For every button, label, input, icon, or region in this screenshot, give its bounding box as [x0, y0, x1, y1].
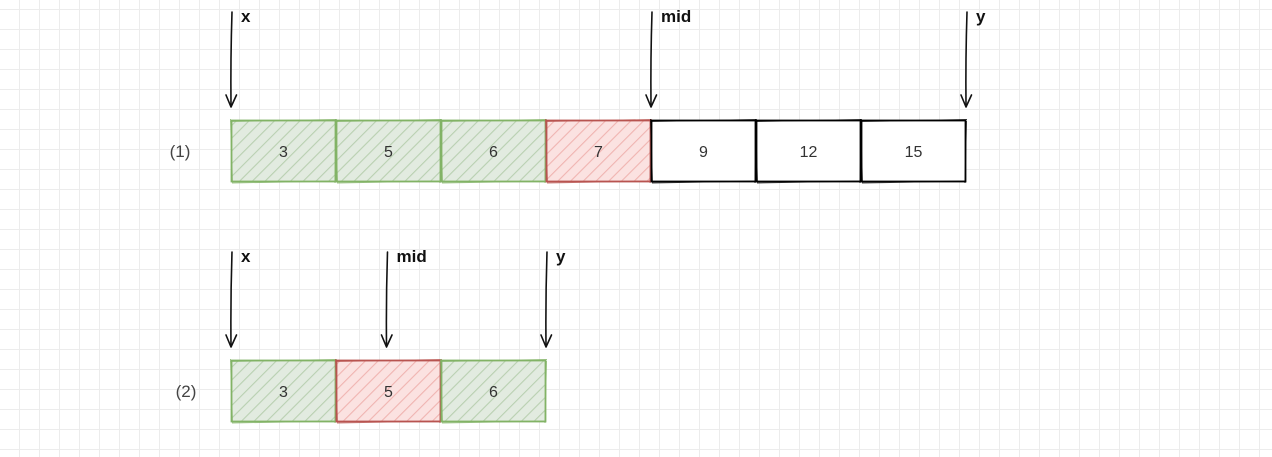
- array-cell: [229, 118, 338, 184]
- cell-fill: [441, 120, 546, 182]
- pointers-layer: [225, 11, 973, 348]
- pointer-arrow: [645, 11, 658, 108]
- cell-value: 3: [279, 384, 288, 401]
- cell-border-sketch: [334, 358, 443, 424]
- cell-fill: [336, 120, 441, 182]
- array-cell: [754, 118, 863, 184]
- cell-value: 7: [594, 144, 603, 161]
- array-cell: [439, 358, 548, 424]
- pointer-label: y: [976, 7, 986, 26]
- pointer-shaft: [230, 251, 233, 347]
- pointer-shaft: [385, 251, 389, 347]
- pointer-shaft: [545, 251, 548, 347]
- cell-value: 12: [800, 144, 818, 161]
- cell-border-sketch: [544, 118, 653, 184]
- pointer-head: [380, 334, 393, 348]
- cell-fill: [336, 360, 441, 422]
- text-layer: (1) 3 5 6 7 9 12 15 x mid y (2) 3 5 6 x mid y: [170, 7, 986, 401]
- cell-value: 15: [905, 144, 923, 161]
- pointer-arrow: [225, 251, 238, 348]
- pointer-head: [960, 94, 973, 108]
- array-cell: [334, 118, 443, 184]
- pointer-head: [540, 334, 553, 348]
- array-cell: [649, 118, 758, 184]
- pointer-shaft: [230, 11, 233, 107]
- pointer-label: mid: [397, 247, 427, 266]
- cell-border-sketch: [439, 358, 548, 424]
- pointer-label: x: [241, 247, 251, 266]
- cell-fill: [546, 120, 651, 182]
- array-cell: [544, 118, 653, 184]
- cell-border-sketch: [859, 118, 968, 184]
- cell-value: 5: [384, 144, 393, 161]
- cell-value: 3: [279, 144, 288, 161]
- pointer-arrow: [960, 11, 973, 108]
- cell-border-sketch: [649, 118, 758, 184]
- cell-fill: [861, 120, 966, 182]
- cell-value: 9: [699, 144, 708, 161]
- pointer-arrow: [380, 251, 393, 348]
- cell-border-sketch: [334, 118, 443, 184]
- pointer-shaft: [650, 11, 653, 107]
- cell-fill: [231, 120, 336, 182]
- cell-fill: [441, 360, 546, 422]
- cells-layer: [229, 118, 968, 424]
- cell-fill: [651, 120, 756, 182]
- cell-value: 6: [489, 384, 498, 401]
- pointer-arrow: [225, 11, 238, 108]
- cell-border-sketch: [754, 118, 863, 184]
- cell-value: 6: [489, 144, 498, 161]
- pointer-arrow: [540, 251, 553, 348]
- cell-fill: [756, 120, 861, 182]
- array-cell: [859, 118, 968, 184]
- pointer-label: mid: [661, 7, 691, 26]
- array-cell: [439, 118, 548, 184]
- cell-border-sketch: [229, 358, 338, 424]
- pointer-shaft: [965, 11, 968, 107]
- cell-border-sketch: [229, 118, 338, 184]
- pointer-label: y: [556, 247, 566, 266]
- pointer-head: [645, 94, 658, 108]
- cell-value: 5: [384, 384, 393, 401]
- pointer-head: [225, 94, 238, 108]
- array-cell: [334, 358, 443, 424]
- pointer-head: [225, 334, 238, 348]
- row-label: (1): [170, 142, 191, 161]
- row-label: (2): [176, 382, 197, 401]
- cell-fill: [231, 360, 336, 422]
- cell-border-sketch: [439, 118, 548, 184]
- array-cell: [229, 358, 338, 424]
- pointer-label: x: [241, 7, 251, 26]
